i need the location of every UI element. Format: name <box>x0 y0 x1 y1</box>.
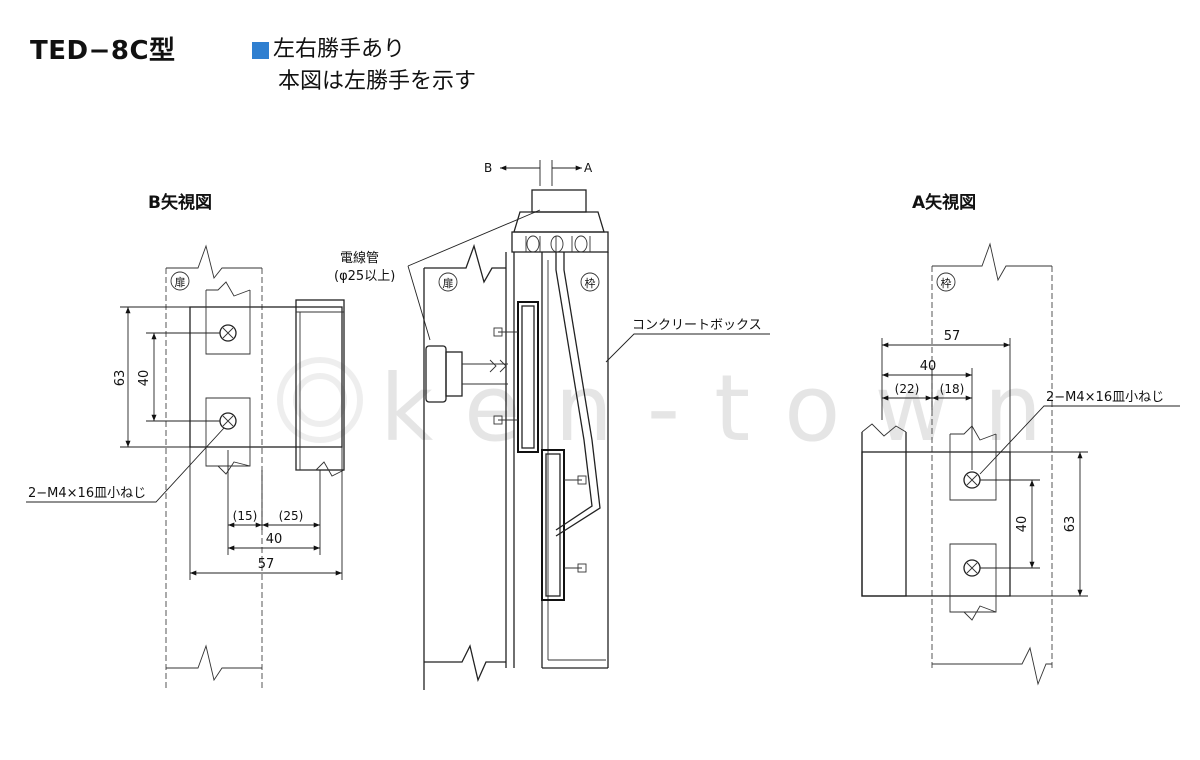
b-door-mark <box>170 271 190 291</box>
b-frame-leaf <box>295 299 345 477</box>
b-dim-15-label: (15) <box>233 509 258 523</box>
legend-shown-note: 本図は左勝手を示す <box>278 69 477 94</box>
a-frame-strip <box>931 242 1053 686</box>
a-screw-lower <box>963 559 981 577</box>
page-title: TED−8C型 <box>30 36 176 66</box>
section-b-arrow-label: B <box>484 161 492 175</box>
b-dim-horizontal <box>189 447 343 580</box>
a-screw-leader <box>979 405 1180 475</box>
a-door-leaf <box>861 423 907 597</box>
b-door-mark-label: 扉 <box>175 276 186 289</box>
b-dim-40h-label: 40 <box>266 532 283 547</box>
section-side-conduit <box>425 345 508 403</box>
b-dim-57-label: 57 <box>258 557 275 572</box>
section-door-mark <box>438 272 458 292</box>
a-hinge-plate <box>861 451 1011 597</box>
a-dim-63-label: 63 <box>1063 516 1078 533</box>
watermark: ken-town <box>277 355 1042 462</box>
a-view: A矢視図 枠 <box>861 192 1180 686</box>
a-dim-40h-label: 40 <box>920 359 937 374</box>
section-upper-hinge <box>493 301 539 453</box>
b-dim-40-vertical <box>146 332 220 422</box>
conduit-top <box>511 189 609 253</box>
conduit-leader <box>407 265 431 341</box>
b-dim-63 <box>120 306 190 448</box>
b-hinge-plate <box>189 306 343 448</box>
b-view: B矢視図 扉 <box>26 192 345 690</box>
section-cable-2 <box>555 252 601 537</box>
legend-row-2: 本図は左勝手を示す <box>252 66 476 98</box>
legend-hand-note: 左右勝手あり <box>273 37 406 62</box>
section-a-arrow-label: A <box>584 161 593 175</box>
section-frame-mark <box>580 272 600 292</box>
a-view-title: A矢視図 <box>912 192 976 213</box>
b-dim-63-label: 63 <box>113 370 128 387</box>
section-door-mark-label: 扉 <box>443 277 454 290</box>
legend-row-1: 左右勝手あり <box>252 34 476 66</box>
b-screw-leader <box>26 427 225 503</box>
b-dim-25-label: (25) <box>279 509 304 523</box>
a-frame-mark-label: 枠 <box>941 276 952 290</box>
section-door <box>423 243 515 690</box>
b-screw-lower <box>219 412 237 430</box>
b-dim-40v-label: 40 <box>137 370 152 387</box>
b-lower-slot <box>205 397 251 475</box>
conduit-label-2: (φ25以上) <box>334 269 395 284</box>
conduit-label-1: 電線管 <box>340 250 379 266</box>
a-dim-22-label: (22) <box>895 382 920 396</box>
b-screw-upper <box>219 324 237 342</box>
box-leader <box>605 333 770 363</box>
b-view-title: B矢視図 <box>148 192 212 213</box>
a-screw-callout: 2−M4×16皿小ねじ <box>1046 390 1164 405</box>
legend: 左右勝手あり 本図は左勝手を示す <box>252 34 476 98</box>
box-label: コンクリートボックス <box>632 318 762 333</box>
b-upper-slot <box>205 281 251 355</box>
a-dim-vertical <box>980 451 1088 597</box>
section-view: B A 扉 <box>334 160 770 690</box>
a-dim-horizontal <box>881 338 1011 470</box>
section-frame-mark-label: 枠 <box>585 276 596 290</box>
legend-swatch <box>252 41 269 59</box>
a-lower-slot <box>949 543 997 621</box>
a-frame-mark <box>936 272 956 292</box>
a-dim-18-label: (18) <box>940 382 965 396</box>
a-dim-57-label: 57 <box>944 329 961 344</box>
section-cable-1 <box>555 252 593 531</box>
a-dim-40v-label: 40 <box>1015 516 1030 533</box>
a-screw-upper <box>963 471 981 489</box>
b-screw-callout: 2−M4×16皿小ねじ <box>28 486 146 501</box>
b-door-strip <box>165 244 263 690</box>
